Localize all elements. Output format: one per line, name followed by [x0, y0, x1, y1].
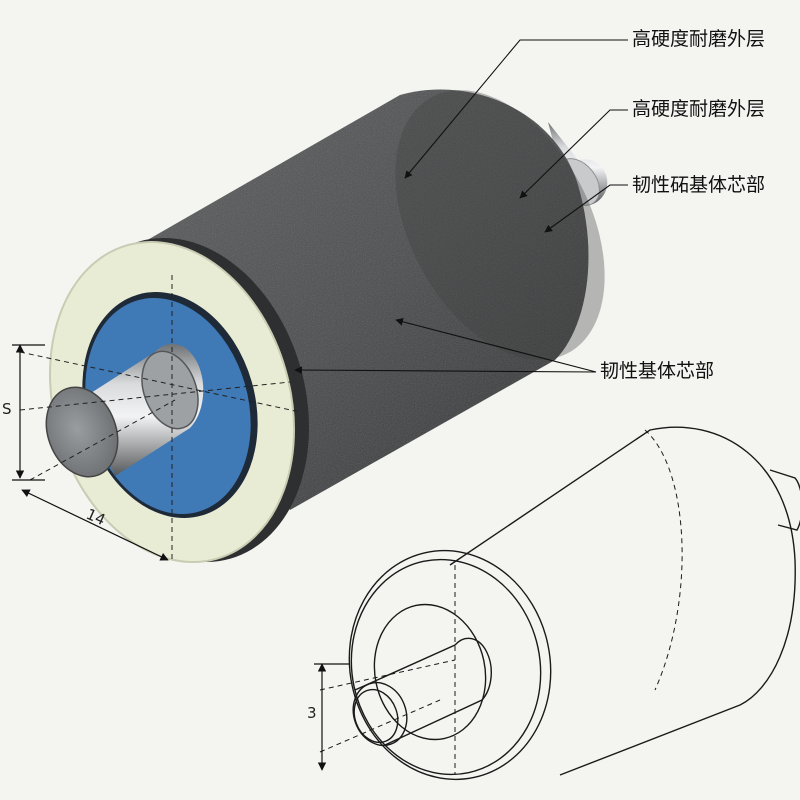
- callout-label-core-2: 韧性基体芯部: [600, 360, 715, 382]
- callout-label-outer-layer-2: 高硬度耐磨外层: [632, 98, 766, 120]
- callout-label-core-1: 韧性砳基体芯部: [632, 174, 766, 196]
- dimension-label-lineart: 3: [307, 704, 317, 722]
- dimension-lines: [12, 344, 169, 561]
- callout-leaders: [294, 39, 628, 374]
- line-art-dimension: [314, 663, 350, 771]
- hidden-lines: [19, 275, 301, 560]
- line-art-hidden: [319, 429, 683, 775]
- callout-label-outer-layer-1: 高硬度耐磨外层: [632, 28, 766, 50]
- line-art-drawing: [348, 426, 800, 781]
- dimension-label-s: S: [2, 400, 12, 418]
